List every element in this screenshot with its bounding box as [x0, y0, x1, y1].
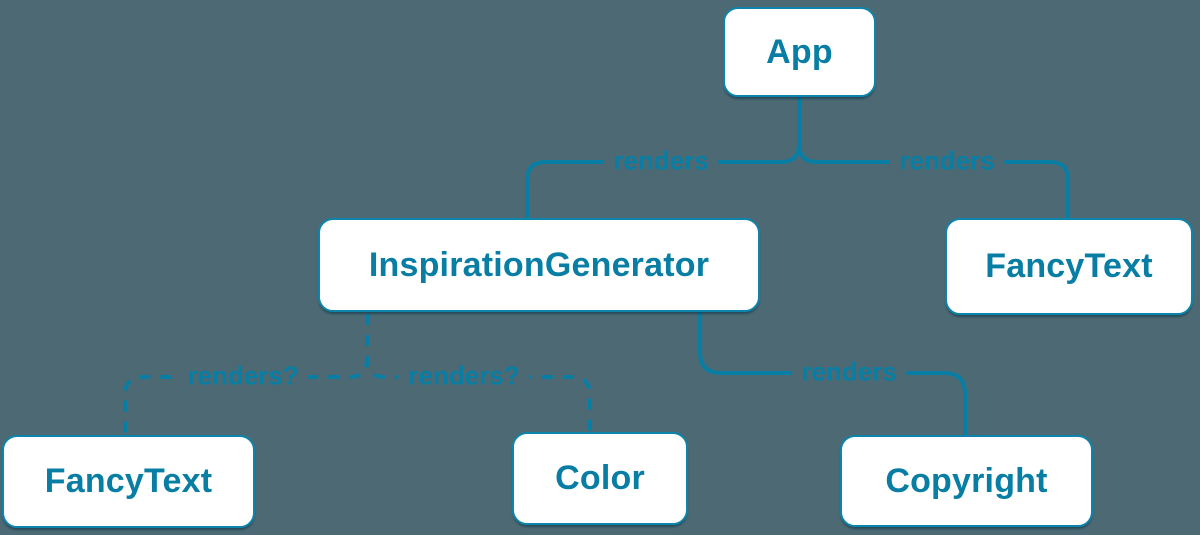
- edge-label-renders-inspiration-copyright: renders: [791, 358, 907, 387]
- node-inspiration-generator-label: InspirationGenerator: [368, 245, 710, 284]
- node-copyright-label: Copyright: [885, 461, 1048, 500]
- node-fancy-text-top-label: FancyText: [985, 247, 1153, 285]
- node-fancy-text-top: FancyText: [945, 218, 1193, 315]
- node-fancy-text-bottom-label: FancyText: [44, 462, 213, 500]
- node-copyright: Copyright: [840, 435, 1093, 527]
- node-app: App: [723, 7, 876, 97]
- edge-label-renders-inspiration-fancytext: renders?: [177, 362, 309, 391]
- node-color-label: Color: [555, 459, 645, 497]
- edge-label-renders-app-inspiration: renders: [603, 147, 719, 176]
- node-fancy-text-bottom: FancyText: [2, 435, 255, 528]
- edge-label-renders-app-fancytext: renders: [889, 147, 1005, 176]
- node-app-label: App: [766, 32, 833, 71]
- edge-inspiration-generator-to-color: [365, 314, 592, 433]
- edge-label-renders-inspiration-color: renders?: [398, 362, 530, 391]
- node-inspiration-generator: InspirationGenerator: [318, 218, 760, 312]
- node-color: Color: [512, 432, 688, 525]
